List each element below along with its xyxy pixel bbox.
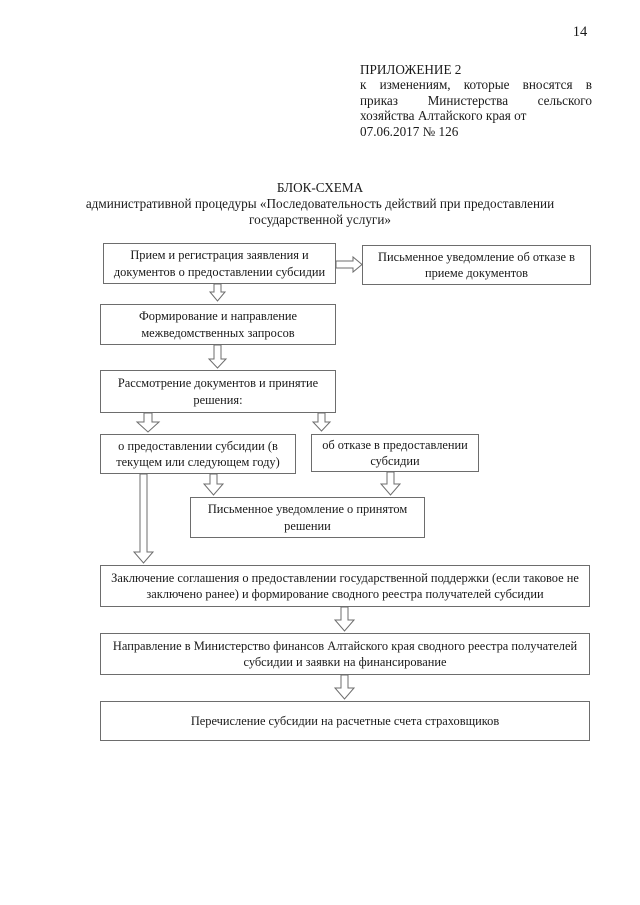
flow-node-review[interactable]: Рассмотрение документов и принятие решен…: [100, 370, 336, 413]
edge-agreement-to-finance: [333, 606, 356, 632]
flow-node-deny[interactable]: об отказе в предоставлении субсидии: [311, 434, 479, 472]
edge-grant-to-notify: [202, 473, 225, 496]
page-number: 14: [572, 24, 588, 40]
edge-receive-to-refuse-docs: [335, 255, 363, 274]
flow-node-receive[interactable]: Прием и регистрация заявления и документ…: [103, 243, 336, 284]
flow-node-grant-label: о предоставлении субсидии (в текущем или…: [116, 438, 280, 470]
appendix-order-number: 07.06.2017 № 126: [360, 123, 459, 139]
flow-node-agreement[interactable]: Заключение соглашения о предоставлении г…: [100, 565, 590, 607]
flow-node-interagency-label: Формирование и направление межведомствен…: [138, 309, 298, 340]
flow-node-interagency[interactable]: Формирование и направление межведомствен…: [100, 304, 336, 345]
edge-review-to-grant: [135, 412, 161, 433]
flow-node-transfer-label: Перечисление субсидии на расчетные счета…: [190, 713, 500, 728]
flow-node-refuse-docs[interactable]: Письменное уведомление об отказе в прием…: [362, 245, 591, 285]
flow-node-agreement-label: Заключение соглашения о предоставлении г…: [111, 570, 579, 602]
edge-interagency-to-review: [207, 344, 228, 369]
flow-node-deny-label: об отказе в предоставлении субсидии: [322, 437, 468, 469]
flow-node-finance[interactable]: Направление в Министерство финансов Алта…: [100, 633, 590, 675]
flow-node-receive-label: Прием и регистрация заявления и документ…: [113, 248, 326, 279]
flow-node-finance-label: Направление в Министерство финансов Алта…: [112, 638, 578, 670]
appendix-body-text: к изменениям, которые вносятся в приказ …: [360, 77, 592, 124]
flow-node-notify-label: Письменное уведомление о принятом решени…: [207, 502, 408, 533]
document-title-main: БЛОК-СХЕМА: [276, 180, 364, 195]
appendix-reference: ПРИЛОЖЕНИЕ 2 к изменениям, которые внося…: [360, 62, 592, 139]
document-title: БЛОК-СХЕМА административной процедуры «П…: [60, 180, 580, 228]
flow-node-grant[interactable]: о предоставлении субсидии (в текущем или…: [100, 434, 296, 474]
flow-node-review-label: Рассмотрение документов и принятие решен…: [117, 376, 319, 407]
flow-node-transfer[interactable]: Перечисление субсидии на расчетные счета…: [100, 701, 590, 741]
edge-review-to-deny: [311, 412, 332, 432]
flow-node-refuse-docs-label: Письменное уведомление об отказе в прием…: [378, 249, 575, 281]
document-title-subtitle: административной процедуры «Последовател…: [85, 196, 555, 227]
edge-deny-to-notify: [379, 471, 402, 496]
flow-node-notify[interactable]: Письменное уведомление о принятом решени…: [190, 497, 425, 538]
edge-receive-to-interagency: [208, 283, 227, 302]
appendix-title: ПРИЛОЖЕНИЕ 2: [360, 62, 462, 77]
edge-grant-to-agreement: [132, 473, 155, 564]
edge-finance-to-transfer: [333, 674, 356, 700]
